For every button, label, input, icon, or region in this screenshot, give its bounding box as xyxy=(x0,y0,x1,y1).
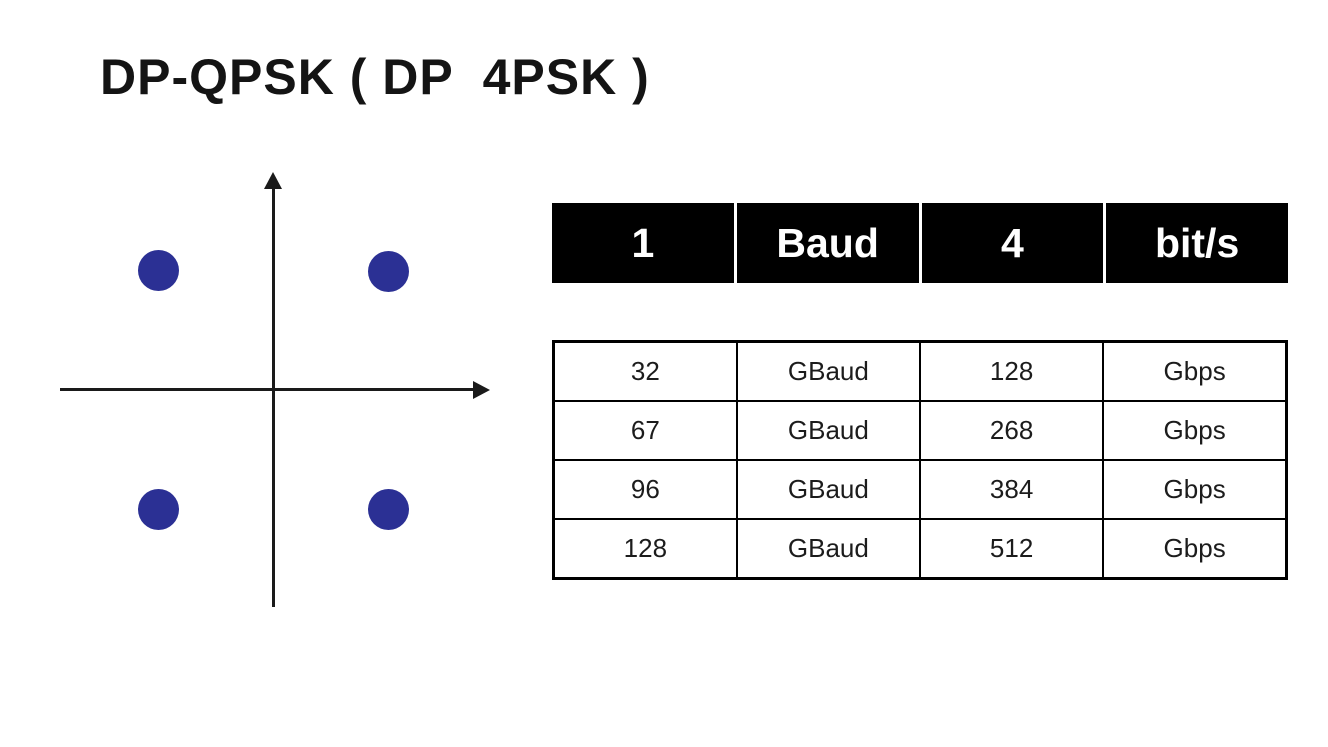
table-cell-bit-unit: Gbps xyxy=(1102,518,1288,580)
header-cell-bit-value: 4 xyxy=(921,203,1104,283)
table-row: 128 GBaud 512 Gbps xyxy=(552,518,1288,580)
table-cell-baud-unit: GBaud xyxy=(735,518,922,580)
rate-table-header: 1 Baud 4 bit/s xyxy=(552,203,1288,283)
table-cell-baud-unit: GBaud xyxy=(735,400,922,461)
table-cell-bit-unit: Gbps xyxy=(1102,340,1288,402)
constellation-point-upper-left xyxy=(138,250,179,291)
constellation-point-lower-left xyxy=(138,489,179,530)
q-axis xyxy=(272,187,275,607)
header-cell-bit-unit: bit/s xyxy=(1106,203,1288,283)
table-cell-baud-value: 96 xyxy=(552,459,738,520)
constellation-point-upper-right xyxy=(368,251,409,292)
table-cell-bit-value: 128 xyxy=(918,340,1105,402)
table-cell-baud-value: 32 xyxy=(552,340,738,402)
table-cell-baud-unit: GBaud xyxy=(735,459,922,520)
table-cell-baud-value: 67 xyxy=(552,400,738,461)
rate-table: 32 GBaud 128 Gbps 67 GBaud 268 Gbps 96 G… xyxy=(552,340,1288,580)
table-cell-bit-value: 512 xyxy=(918,518,1105,580)
table-row: 32 GBaud 128 Gbps xyxy=(552,340,1288,402)
header-cell-baud-value: 1 xyxy=(552,203,734,283)
table-row: 67 GBaud 268 Gbps xyxy=(552,400,1288,461)
i-axis xyxy=(60,388,480,391)
table-row: 96 GBaud 384 Gbps xyxy=(552,459,1288,520)
table-cell-bit-unit: Gbps xyxy=(1102,459,1288,520)
table-cell-bit-value: 384 xyxy=(918,459,1105,520)
constellation-point-lower-right xyxy=(368,489,409,530)
page-title: DP-QPSK ( DP 4PSK ) xyxy=(100,49,650,105)
table-cell-baud-value: 128 xyxy=(552,518,738,580)
q-axis-arrowhead-icon xyxy=(264,172,282,189)
qpsk-constellation-diagram xyxy=(55,160,500,620)
table-cell-bit-value: 268 xyxy=(918,400,1105,461)
table-cell-bit-unit: Gbps xyxy=(1102,400,1288,461)
header-cell-baud-unit: Baud xyxy=(736,203,919,283)
i-axis-arrowhead-icon xyxy=(473,380,490,399)
table-cell-baud-unit: GBaud xyxy=(735,340,922,402)
